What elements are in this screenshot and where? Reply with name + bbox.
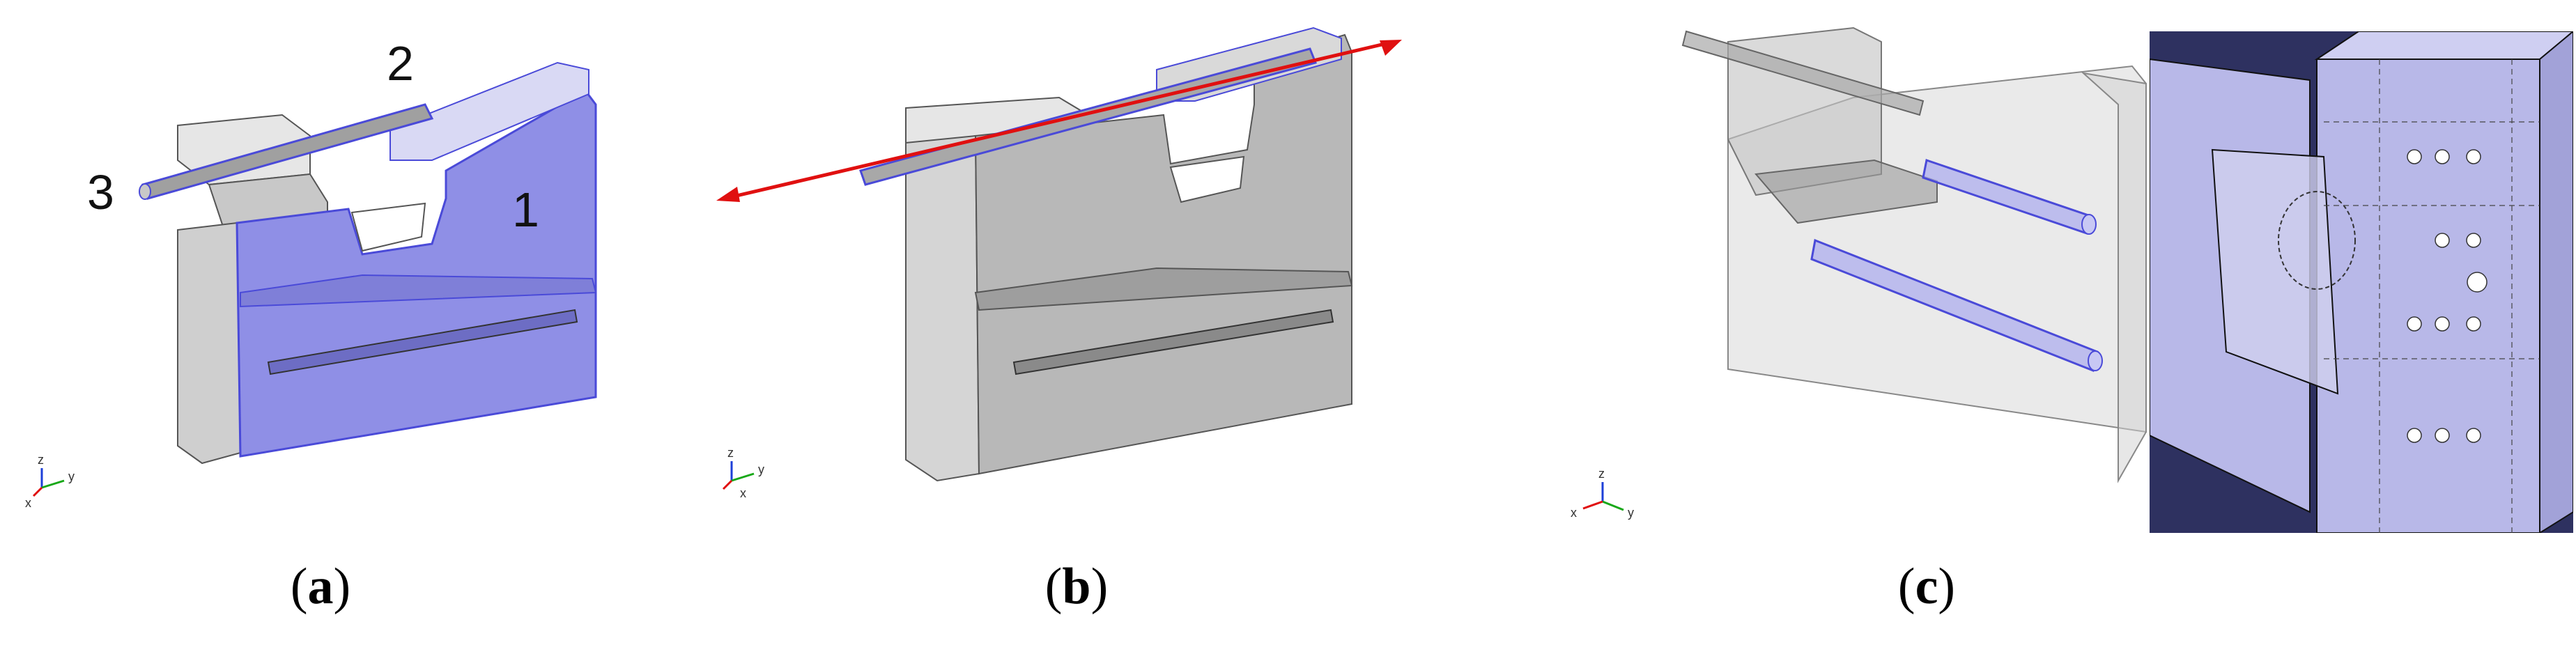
- fixture-b-window: [1169, 155, 1245, 203]
- cad-hidden-lines: [2324, 59, 2540, 533]
- fixture-b-rod: [859, 47, 1318, 186]
- axis-x-label: x: [1571, 506, 1577, 520]
- cad-hole-pattern: [2407, 149, 2488, 443]
- domain-2-top: [390, 61, 589, 161]
- fixture-b-body-side: [905, 134, 980, 482]
- axis-triad-a: z y x: [25, 453, 75, 510]
- panel-b-figure: z y x: [716, 26, 1402, 500]
- transparent-fixture-tray: [1754, 159, 1938, 224]
- cad-insert: [2211, 148, 2339, 395]
- fixture-window: [350, 202, 426, 252]
- cad-right-block-top: [2314, 31, 2573, 60]
- axis-x-label: x: [740, 486, 746, 500]
- cad-right-block-front: [2316, 59, 2540, 533]
- cooling-channel-upper-end: [2081, 214, 2097, 235]
- rotation-axis-arrow: [724, 40, 1394, 201]
- axis-z-label: z: [38, 453, 44, 467]
- cad-right-block-side: [2539, 31, 2573, 533]
- rotation-axis-arrowhead-left: [716, 187, 740, 202]
- fixture-b-lower-step: [974, 267, 1353, 311]
- transparent-rod: [1681, 30, 1925, 116]
- fixture-slot: [267, 309, 578, 375]
- axis-y-label: y: [1628, 506, 1634, 520]
- label-2: 2: [387, 36, 414, 91]
- label-3: 3: [87, 165, 114, 219]
- fixture-b-slot: [1012, 309, 1334, 375]
- fixture-body-side: [177, 222, 242, 465]
- caption-b: (b): [1044, 558, 1109, 615]
- axis-x-label: x: [25, 496, 31, 510]
- axis-triad-b: z y x: [722, 446, 764, 500]
- axis-z-label: z: [1598, 467, 1605, 481]
- cooling-channel-lower-end: [2088, 350, 2103, 371]
- transparent-block-side: [2081, 72, 2147, 483]
- panel-c-cad-figure: [2150, 31, 2573, 533]
- cad-insert-cavity: [2278, 191, 2356, 290]
- axis-y-label: y: [758, 463, 764, 476]
- caption-a: (a): [290, 558, 351, 615]
- fixture-lower-step: [240, 274, 597, 308]
- label-1: 1: [512, 183, 539, 237]
- axis-triad-c: z y x: [1571, 467, 1634, 520]
- panel-c-transparent-figure: z y x: [1571, 26, 2147, 520]
- axis-z-label: z: [727, 446, 734, 460]
- domain-3-rod-end: [139, 183, 151, 200]
- rotation-axis-arrowhead-right: [1380, 40, 1402, 56]
- axis-y-label: y: [68, 470, 75, 483]
- caption-c: (c): [1897, 558, 1956, 615]
- panel-a-figure: 2 3 1 z y x: [25, 36, 597, 510]
